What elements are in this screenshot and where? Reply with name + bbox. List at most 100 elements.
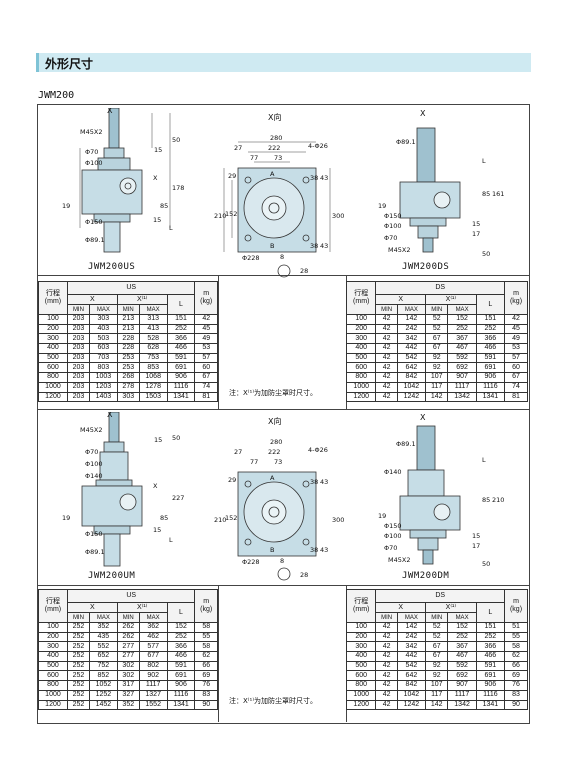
table-cell: 252 <box>447 631 477 643</box>
caption-jwm200us: JWM200US <box>88 262 136 272</box>
table-cell: 902 <box>138 670 168 682</box>
table-cell: 151 <box>166 314 196 325</box>
table-cell: 42 <box>375 689 398 701</box>
caption-jwm200um: JWM200UM <box>88 571 136 581</box>
table-cell: 600 <box>38 362 68 374</box>
svg-text:Φ89.1: Φ89.1 <box>396 138 416 146</box>
table-cell: 1341 <box>475 391 506 403</box>
svg-text:210: 210 <box>214 516 226 524</box>
table-cell: 1403 <box>88 391 118 403</box>
table-cell: 252 <box>66 631 90 643</box>
table-cell: 252 <box>66 699 90 711</box>
table-cell: 1052 <box>88 680 118 691</box>
svg-text:50: 50 <box>482 250 490 258</box>
table-cell: 107 <box>425 372 449 383</box>
table-cell: 1327 <box>138 689 168 701</box>
max-header: MAX <box>396 612 427 623</box>
table-cell: 49 <box>194 333 218 345</box>
table-cell: 906 <box>475 372 506 383</box>
table-cell: 691 <box>475 362 506 374</box>
table-cell: 367 <box>447 333 477 345</box>
table-cell: 253 <box>116 362 140 374</box>
table-cell: 500 <box>38 660 68 672</box>
table-cell: 100 <box>38 314 68 325</box>
table-cell: 42 <box>375 381 398 393</box>
divider-line <box>37 409 529 410</box>
table-cell: 52 <box>425 622 449 633</box>
svg-text:Φ140: Φ140 <box>384 468 402 476</box>
svg-text:Φ100: Φ100 <box>85 159 103 167</box>
table-cell: 92 <box>425 660 449 672</box>
table-cell: 642 <box>396 362 427 374</box>
svg-text:27: 27 <box>234 448 242 456</box>
table-cell: 1116 <box>166 381 196 393</box>
svg-text:15: 15 <box>153 216 161 224</box>
table-cell: 1117 <box>447 689 477 701</box>
table-cell: 67 <box>425 651 449 662</box>
svg-text:15: 15 <box>472 532 480 540</box>
section-title: 外形尺寸 <box>45 57 94 71</box>
table-cell: 542 <box>396 352 427 364</box>
table-cell: 400 <box>38 343 68 354</box>
table-cell: 152 <box>166 622 196 633</box>
table-cell: 42 <box>375 362 398 374</box>
table-cell: 203 <box>66 333 90 345</box>
svg-text:A: A <box>270 170 275 178</box>
table-cell: 277 <box>116 651 140 662</box>
max-header: MAX <box>138 612 168 623</box>
table-cell: 252 <box>66 680 90 691</box>
table-cell: 692 <box>447 362 477 374</box>
table-cell: 252 <box>66 651 90 662</box>
svg-text:4-Φ26: 4-Φ26 <box>308 142 328 150</box>
table-cell: 252 <box>166 631 196 643</box>
table-cell: 228 <box>116 333 140 345</box>
table-cell: 117 <box>425 689 449 701</box>
section-header: 外形尺寸 <box>36 53 531 72</box>
table-cell: 100 <box>38 622 68 633</box>
table-cell: 1068 <box>138 372 168 383</box>
table-cell: 302 <box>116 660 140 672</box>
svg-text:Φ89.1: Φ89.1 <box>85 236 105 244</box>
table-cell: 803 <box>88 362 118 374</box>
table-cell: 1200 <box>345 391 377 403</box>
table-cell: 42 <box>375 631 398 643</box>
table-cell: 677 <box>138 651 168 662</box>
table-cell: 1116 <box>475 689 506 701</box>
table-cell: 92 <box>425 670 449 682</box>
min-header: MIN <box>425 304 449 315</box>
table-cell: 42 <box>194 314 218 325</box>
table-cell: 152 <box>447 314 477 325</box>
table-cell: 49 <box>504 333 528 345</box>
table-cell: 906 <box>166 372 196 383</box>
table-cell: 317 <box>116 680 140 691</box>
svg-text:280: 280 <box>270 134 282 142</box>
table-cell: 1552 <box>138 699 168 711</box>
table-cell: 642 <box>396 670 427 682</box>
table-cell: 203 <box>66 323 90 335</box>
table-cell: 262 <box>116 622 140 633</box>
table-cell: 466 <box>166 651 196 662</box>
table-cell: 500 <box>345 352 377 364</box>
svg-text:Φ100: Φ100 <box>384 222 402 230</box>
table-cell: 57 <box>194 352 218 364</box>
l-header: L <box>475 294 506 315</box>
table-cell: 600 <box>345 670 377 682</box>
table-cell: 67 <box>425 343 449 354</box>
table-cell: 1117 <box>447 381 477 393</box>
svg-text:43: 43 <box>320 174 328 182</box>
table-cell: 203 <box>66 391 90 403</box>
svg-text:77: 77 <box>250 458 258 466</box>
table-cell: 753 <box>138 352 168 364</box>
svg-text:X: X <box>153 482 158 490</box>
svg-text:Φ70: Φ70 <box>85 448 98 456</box>
table-cell: 52 <box>425 314 449 325</box>
